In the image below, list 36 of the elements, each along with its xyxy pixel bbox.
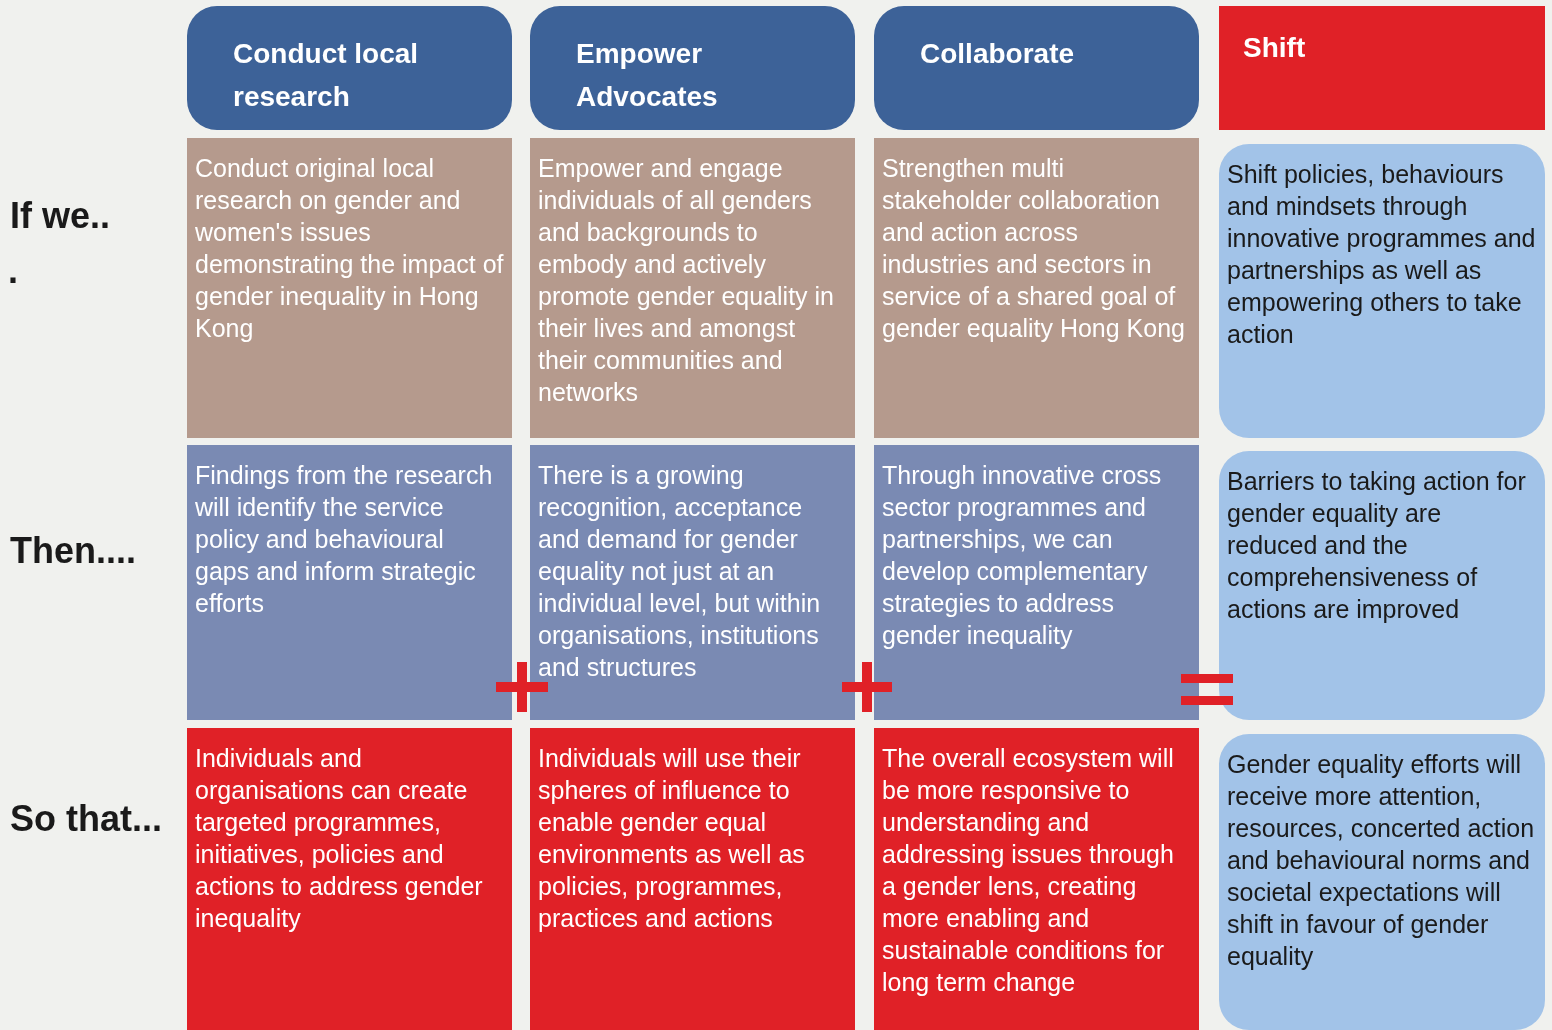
text-cell bbox=[874, 445, 1199, 720]
cell-text: Through innovative cross sector programmes and partnerships, we can develop complementary strategies to address gender inequality bbox=[882, 460, 1163, 651]
header-box bbox=[530, 6, 855, 130]
header-text: Empower Advocates bbox=[576, 37, 719, 114]
cell-text: Individuals will use their spheres of influence to enable gender equal environments as well as policies, programmes, practices and actions bbox=[538, 743, 806, 934]
text-cell bbox=[530, 445, 855, 720]
cell-text: Gender equality efforts will receive more attention, resources, concerted action and behavioural norms and societal expectations will shift in favour of gender equality bbox=[1227, 749, 1536, 972]
cell-text: Barriers to taking action for gender equality are reduced and the comprehensiveness of actions are improved bbox=[1227, 466, 1527, 625]
rounded-text-box bbox=[1219, 144, 1545, 438]
rounded-text-box bbox=[1219, 734, 1545, 1030]
text-cell bbox=[187, 445, 512, 720]
rounded-text-box bbox=[1219, 451, 1545, 720]
text-cell bbox=[187, 728, 512, 1030]
cell-text: Shift policies, behaviours and mindsets through innovative programmes and partnerships as well as empowering others to take action bbox=[1227, 159, 1537, 350]
cell-text: Findings from the research will identify the service policy and behavioural gaps and inform strategic efforts bbox=[195, 460, 494, 619]
text-cell bbox=[530, 728, 855, 1030]
header-text: Conduct local research bbox=[233, 37, 420, 114]
cell-text: Conduct original local research on gender and women's issues demonstrating the impact of gender inequality in Hong Kong bbox=[195, 153, 504, 344]
header-text: Collaborate bbox=[920, 37, 1076, 71]
header-box bbox=[187, 6, 512, 130]
dot-mark: . bbox=[8, 250, 18, 292]
header-box bbox=[874, 6, 1199, 130]
cell-text: Individuals and organisations can create targeted programmes, initiatives, policies and actions to address gender inequality bbox=[195, 743, 484, 934]
cell-text: Empower and engage individuals of all genders and backgrounds to embody and actively promote gender equality in their lives and amongst their communities and networks bbox=[538, 153, 836, 408]
header-box bbox=[1219, 6, 1545, 130]
cell-text: There is a growing recognition, acceptance and demand for gender equality not just at an individual level, but within organisations, institutions and structures bbox=[538, 460, 822, 683]
text-cell bbox=[187, 138, 512, 438]
row-label: So that... bbox=[10, 798, 162, 840]
header-text: Shift bbox=[1243, 31, 1307, 65]
text-cell bbox=[874, 138, 1199, 438]
text-cell bbox=[530, 138, 855, 438]
text-cell bbox=[874, 728, 1199, 1030]
cell-text: The overall ecosystem will be more responsive to understanding and addressing issues through a gender lens, creating more enabling and sustainable conditions for long term change bbox=[882, 743, 1175, 998]
row-label: Then.... bbox=[10, 530, 136, 572]
cell-text: Strengthen multi stakeholder collaboration and action across industries and sectors in service of a shared goal of gender equality Hong Kong bbox=[882, 153, 1186, 344]
row-label: If we.. bbox=[10, 195, 111, 237]
